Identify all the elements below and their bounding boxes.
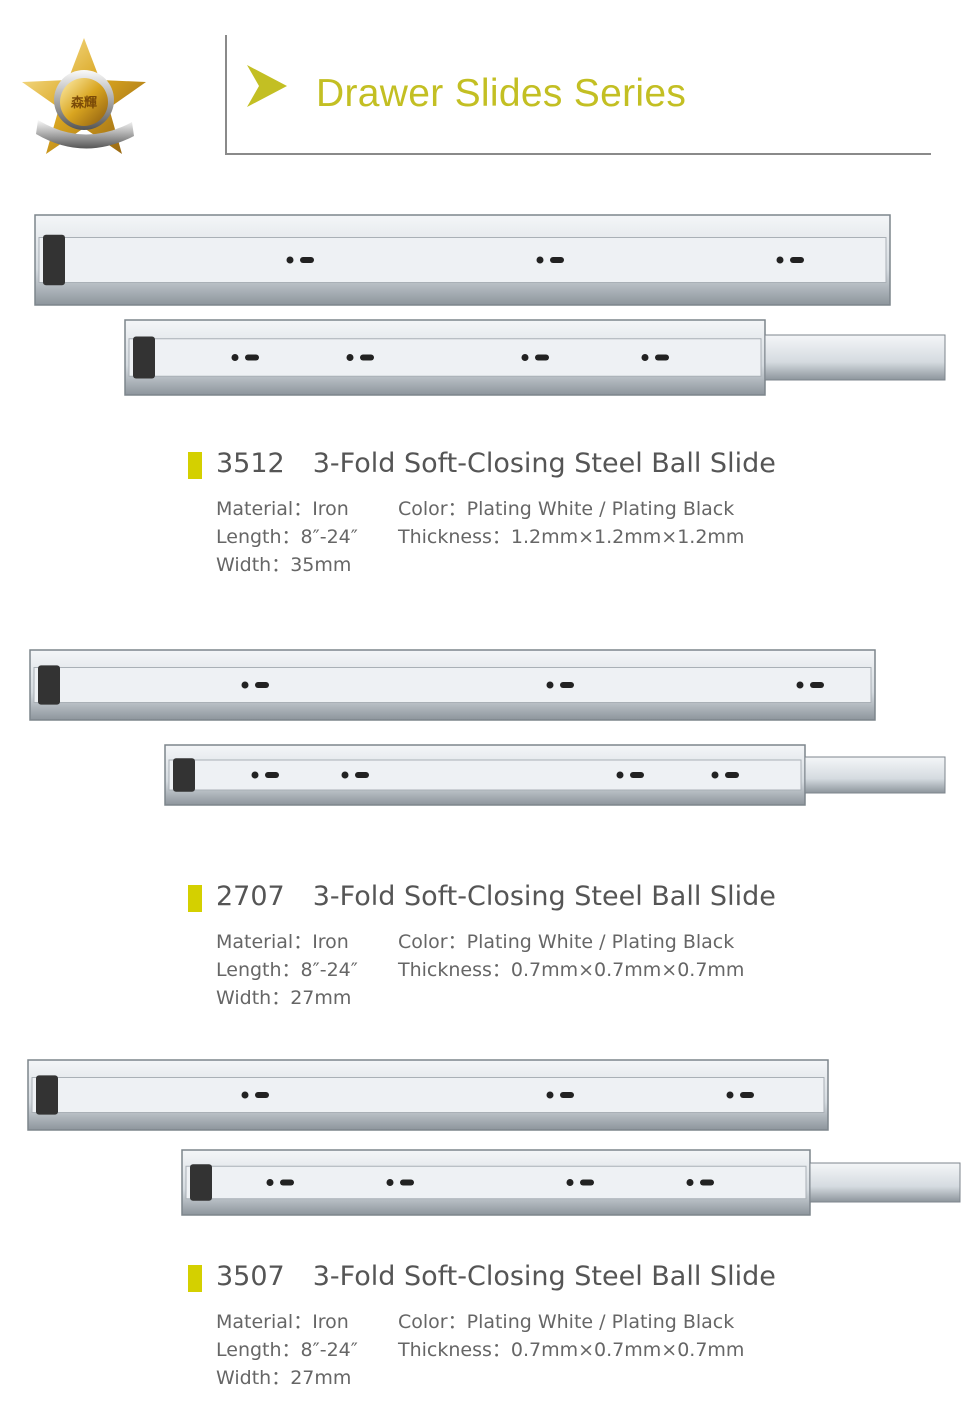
header-frame [225,35,931,155]
slide-rail [29,649,876,721]
slide-rail [124,319,946,396]
product-image-3512 [34,214,946,396]
slide-rail [164,744,946,806]
svg-text:森輝: 森輝 [71,95,97,111]
slide-rail [27,1059,829,1131]
slide-rail [181,1149,961,1216]
logo-badge: 森輝 [22,38,146,154]
product-image-3507 [27,1059,961,1216]
section-marker [188,1265,202,1292]
slide-rail [34,214,891,306]
section-marker [188,452,202,479]
product-image-2707 [29,649,946,806]
arrow-icon [247,65,287,107]
section-marker [188,885,202,912]
page-title: Drawer Slides Series [316,72,687,115]
